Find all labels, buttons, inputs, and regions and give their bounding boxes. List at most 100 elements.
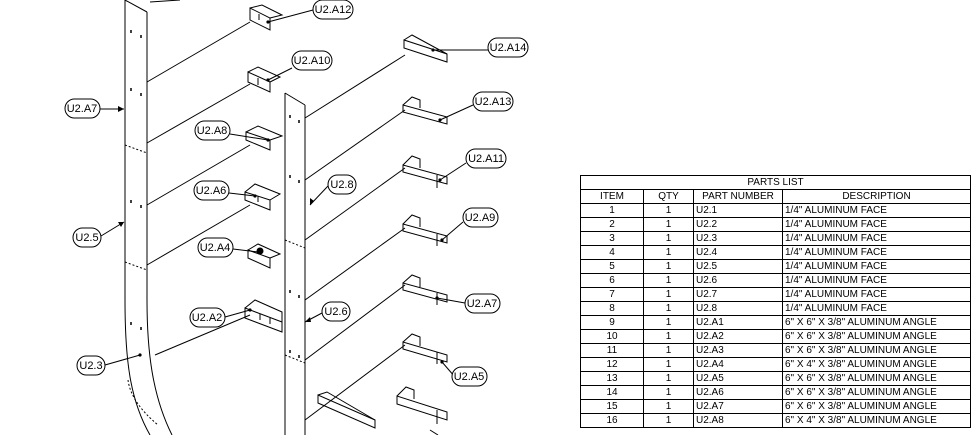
description-cell: 6" X 6" X 3/8" ALUMINUM ANGLE	[781, 399, 972, 414]
part-number-cell: U2.A2	[693, 329, 783, 344]
item-cell: 15	[580, 399, 644, 414]
description-cell: 6" X 6" X 3/8" ALUMINUM ANGLE	[781, 385, 972, 400]
angle-bracket-a5	[402, 333, 448, 364]
angle-bracket-a10	[247, 66, 282, 93]
qty-cell: 1	[643, 203, 694, 218]
description-cell: 1/4" ALUMINUM FACE	[781, 259, 972, 274]
qty-cell: 1	[643, 287, 694, 302]
explode-lines-left	[146, 0, 251, 356]
part-number-cell: U2.5	[693, 259, 783, 274]
qty-cell: 1	[643, 399, 694, 414]
qty-cell: 1	[643, 231, 694, 246]
column-header-part-number: PART NUMBER	[693, 189, 783, 204]
angle-bracket-a3	[396, 386, 448, 424]
svg-text:U2.A5: U2.A5	[454, 371, 485, 383]
callout-u2-a6: U2.A6	[193, 180, 230, 201]
callout-u2-a14: U2.A14	[487, 37, 529, 58]
angle-bracket-a6	[244, 183, 282, 211]
angle-bracket-a14	[403, 34, 448, 63]
description-cell: 1/4" ALUMINUM FACE	[781, 301, 972, 316]
svg-text:U2.A6: U2.A6	[196, 185, 227, 197]
item-cell: 2	[580, 217, 644, 232]
description-cell: 1/4" ALUMINUM FACE	[781, 231, 972, 246]
callout-u2-3: U2.3	[76, 355, 106, 376]
description-cell: 1/4" ALUMINUM FACE	[781, 217, 972, 232]
svg-text:U2.5: U2.5	[75, 232, 98, 244]
angle-bracket-a7	[402, 274, 448, 305]
svg-text:U2.8: U2.8	[330, 179, 353, 191]
item-cell: 6	[580, 273, 644, 288]
item-cell: 16	[580, 413, 644, 428]
qty-cell: 1	[643, 315, 694, 330]
qty-cell: 1	[643, 217, 694, 232]
callout-u2-a8: U2.A8	[194, 120, 231, 141]
qty-cell: 1	[643, 259, 694, 274]
column-header-qty: QTY	[643, 189, 694, 204]
angle-bracket-a12	[249, 4, 284, 31]
callout-u2-a9: U2.A9	[462, 207, 499, 228]
qty-cell: 1	[643, 385, 694, 400]
item-cell: 4	[580, 245, 644, 260]
callout-u2-a2: U2.A2	[189, 307, 226, 328]
item-cell: 7	[580, 287, 644, 302]
part-number-cell: U2.2	[693, 217, 783, 232]
angle-bracket-a9	[402, 214, 448, 246]
callout-u2-a13: U2.A13	[472, 91, 514, 112]
description-cell: 6" X 6" X 3/8" ALUMINUM ANGLE	[781, 343, 972, 358]
part-number-cell: U2.A1	[693, 315, 783, 330]
callout-u2-5: U2.5	[72, 227, 102, 248]
item-cell: 9	[580, 315, 644, 330]
angle-bracket-a11	[402, 155, 448, 188]
part-number-cell: U2.6	[693, 273, 783, 288]
part-number-cell: U2.A8	[693, 413, 783, 428]
item-cell: 5	[580, 259, 644, 274]
angle-bracket-a2	[244, 299, 283, 333]
description-cell: 6" X 4" X 3/8" ALUMINUM ANGLE	[781, 413, 972, 428]
part-number-cell: U2.A7	[693, 399, 783, 414]
description-cell: 6" X 4" X 3/8" ALUMINUM ANGLE	[781, 357, 972, 372]
callout-u2-a4: U2.A4	[197, 237, 234, 258]
item-cell: 14	[580, 385, 644, 400]
part-number-cell: U2.A6	[693, 385, 783, 400]
part-number-cell: U2.3	[693, 231, 783, 246]
callout-u2-a7-right: U2.A7	[464, 293, 501, 314]
description-cell: 1/4" ALUMINUM FACE	[781, 203, 972, 218]
svg-text:U2.A7: U2.A7	[467, 298, 498, 310]
middle-face-panel	[284, 92, 306, 435]
callout-u2-a12: U2.A12	[312, 0, 354, 20]
item-cell: 8	[580, 301, 644, 316]
angle-bracket-a1	[317, 391, 439, 435]
description-cell: 1/4" ALUMINUM FACE	[781, 245, 972, 260]
part-number-cell: U2.1	[693, 203, 783, 218]
part-number-cell: U2.A5	[693, 371, 783, 386]
qty-cell: 1	[643, 357, 694, 372]
description-cell: 6" X 6" X 3/8" ALUMINUM ANGLE	[781, 329, 972, 344]
item-cell: 3	[580, 231, 644, 246]
angle-bracket-a13	[402, 96, 448, 125]
qty-cell: 1	[643, 301, 694, 316]
part-number-cell: U2.4	[693, 245, 783, 260]
svg-text:U2.A9: U2.A9	[465, 212, 496, 224]
callout-u2-a7-left: U2.A7	[64, 98, 101, 119]
svg-text:U2.3: U2.3	[79, 360, 102, 372]
svg-text:U2.A14: U2.A14	[490, 42, 527, 54]
description-cell: 1/4" ALUMINUM FACE	[781, 287, 972, 302]
svg-text:U2.A10: U2.A10	[294, 55, 331, 67]
item-cell: 12	[580, 357, 644, 372]
qty-cell: 1	[643, 245, 694, 260]
leader-lines	[100, 9, 488, 378]
callout-u2-a10: U2.A10	[291, 50, 333, 71]
